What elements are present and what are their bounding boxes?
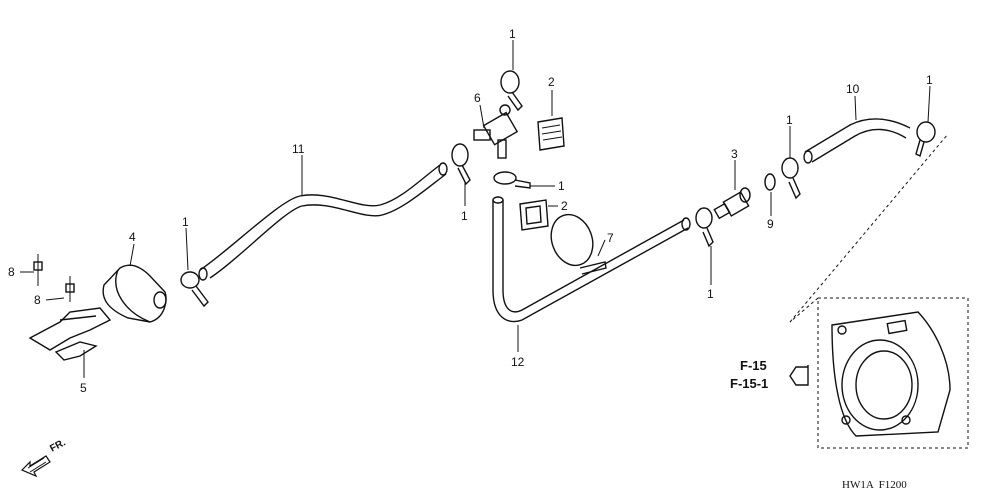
reference-arrow-icon — [789, 365, 809, 386]
callout-4: 4 — [129, 230, 136, 244]
callout-12: 12 — [511, 355, 525, 369]
clamp-far-right — [915, 121, 936, 158]
drawing-code: HW1A F1200 — [842, 479, 907, 491]
pad-2-top — [537, 117, 565, 151]
bracket-5 — [28, 307, 112, 361]
callout-1-b: 1 — [461, 209, 468, 223]
callout-10: 10 — [846, 82, 860, 96]
canister-4 — [102, 264, 167, 323]
callout-1-f: 1 — [926, 73, 933, 87]
ring-9 — [764, 173, 776, 191]
hose-12 — [492, 200, 689, 323]
clamp-right — [781, 157, 801, 200]
clamp-left-center — [451, 143, 471, 186]
callout-7: 7 — [607, 231, 614, 245]
callout-5: 5 — [80, 381, 87, 395]
callout-1-d: 1 — [707, 287, 714, 301]
callout-6: 6 — [474, 91, 481, 105]
joint-6 — [473, 104, 519, 159]
bolt-8-a — [33, 254, 43, 286]
callout-11: 11 — [292, 142, 305, 156]
callout-8-a: 8 — [8, 265, 15, 279]
bolt-8-b — [65, 276, 75, 302]
reference-f15: F-15 — [740, 358, 767, 373]
strap-7 — [550, 213, 607, 275]
clamp-center — [493, 171, 531, 189]
callout-1-g: 1 — [182, 215, 189, 229]
callout-2-a: 2 — [548, 75, 555, 89]
callout-1-e: 1 — [786, 113, 793, 127]
callout-2-b: 2 — [561, 199, 568, 213]
pad-2-center — [519, 199, 549, 231]
inset-throttle-body — [789, 133, 969, 449]
clamp-left — [180, 271, 209, 308]
callout-9: 9 — [767, 217, 774, 231]
callout-1-c: 1 — [558, 179, 565, 193]
clamp-mid-right — [695, 207, 714, 248]
callout-8-b: 8 — [34, 293, 41, 307]
callout-3: 3 — [731, 147, 738, 161]
clamp-top — [500, 70, 523, 112]
reference-f15-1: F-15-1 — [730, 376, 768, 391]
hose-10 — [804, 118, 911, 153]
front-direction-label: FR. — [48, 437, 68, 454]
front-direction-arrow-icon — [20, 455, 51, 478]
fitting-3 — [713, 187, 751, 220]
callout-1-a: 1 — [509, 27, 516, 41]
hose-11 — [199, 164, 441, 271]
